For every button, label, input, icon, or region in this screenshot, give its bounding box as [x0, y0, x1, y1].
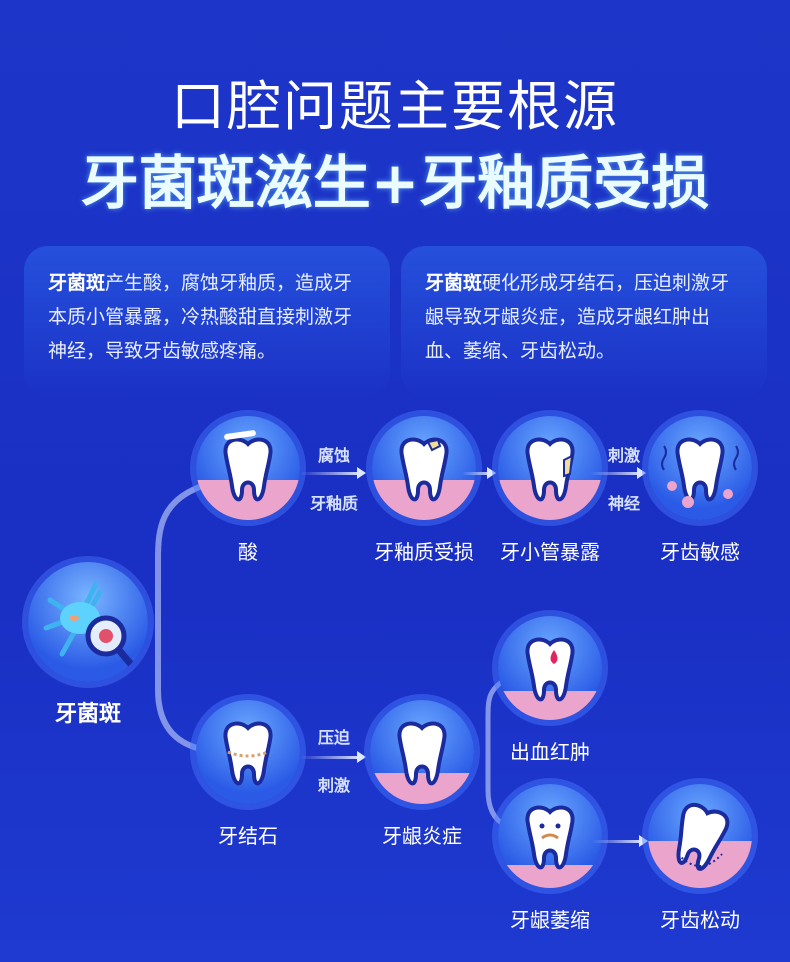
- enamel-node: [372, 416, 476, 520]
- sensitive-label: 牙齿敏感: [660, 540, 740, 564]
- tooth-damaged-icon: [372, 416, 476, 520]
- arrow-icon: [300, 467, 366, 479]
- bleeding-label: 出血红肿: [510, 740, 590, 764]
- card-sensitivity: 牙菌斑产生酸，腐蚀牙釉质，造成牙本质小管暴露，冷热酸甜直接刺激牙神经，导致牙齿敏…: [24, 246, 390, 396]
- card-bold: 牙菌斑: [425, 272, 483, 294]
- arrow-icon: [300, 751, 366, 763]
- tooth-acid-icon: [196, 430, 300, 520]
- tubule-node: [498, 416, 602, 520]
- edge-label: 刺激: [608, 446, 641, 465]
- gingivitis-label: 牙龈炎症: [382, 824, 462, 848]
- acid-label: 酸: [238, 540, 258, 564]
- arrow-icon: [592, 835, 648, 847]
- recession-node: [498, 784, 602, 888]
- gingivitis-node: [370, 700, 474, 804]
- tartar-label: 牙结石: [218, 824, 278, 848]
- tooth-tubule-icon: [498, 416, 602, 520]
- recession-label: 牙龈萎缩: [510, 908, 590, 932]
- tooth-tartar-icon: [196, 700, 300, 804]
- tooth-recession-icon: [498, 784, 602, 888]
- card-gum: 牙菌斑硬化形成牙结石，压迫刺激牙龈导致牙龈炎症，造成牙龈红肿出血、萎缩、牙齿松动…: [401, 246, 767, 396]
- edge-label: 神经: [608, 494, 641, 513]
- tooth-bleeding-icon: [498, 616, 602, 720]
- card-bold: 牙菌斑: [48, 272, 106, 294]
- edge-label: 牙釉质: [310, 494, 359, 513]
- bacteria-icon: [43, 581, 138, 672]
- acid-node: [196, 416, 300, 520]
- plaque-node: [28, 562, 148, 682]
- tooth-gingivitis-icon: [370, 700, 474, 804]
- arrow-icon: [462, 467, 496, 479]
- plaque-label: 牙菌斑: [54, 702, 121, 727]
- card-text: 硬化形成牙结石，压迫刺激牙龈导致牙龈炎症，造成牙龈红肿出血、萎缩、牙齿松动。: [425, 272, 730, 362]
- tartar-node: [196, 700, 300, 804]
- edge-label: 腐蚀: [318, 446, 351, 465]
- sensitive-node: [648, 416, 752, 520]
- arrow-icon: [590, 467, 646, 479]
- enamel-label: 牙釉质受损: [374, 540, 474, 564]
- tooth-loose-icon: [648, 784, 752, 888]
- edge-label: 压迫: [318, 728, 351, 747]
- tooth-sensitive-icon: [661, 416, 739, 508]
- loose-label: 牙齿松动: [660, 908, 740, 932]
- card-text: 产生酸，腐蚀牙釉质，造成牙本质小管暴露，冷热酸甜直接刺激牙神经，导致牙齿敏感疼痛…: [48, 272, 353, 362]
- edge-label: 刺激: [318, 776, 351, 795]
- title-line-1: 口腔问题主要根源: [171, 75, 619, 138]
- bleeding-node: [498, 616, 602, 720]
- title-line-2: 牙菌斑滋生+牙釉质受损: [80, 149, 710, 217]
- loose-node: [648, 784, 752, 888]
- tubule-label: 牙小管暴露: [500, 540, 600, 564]
